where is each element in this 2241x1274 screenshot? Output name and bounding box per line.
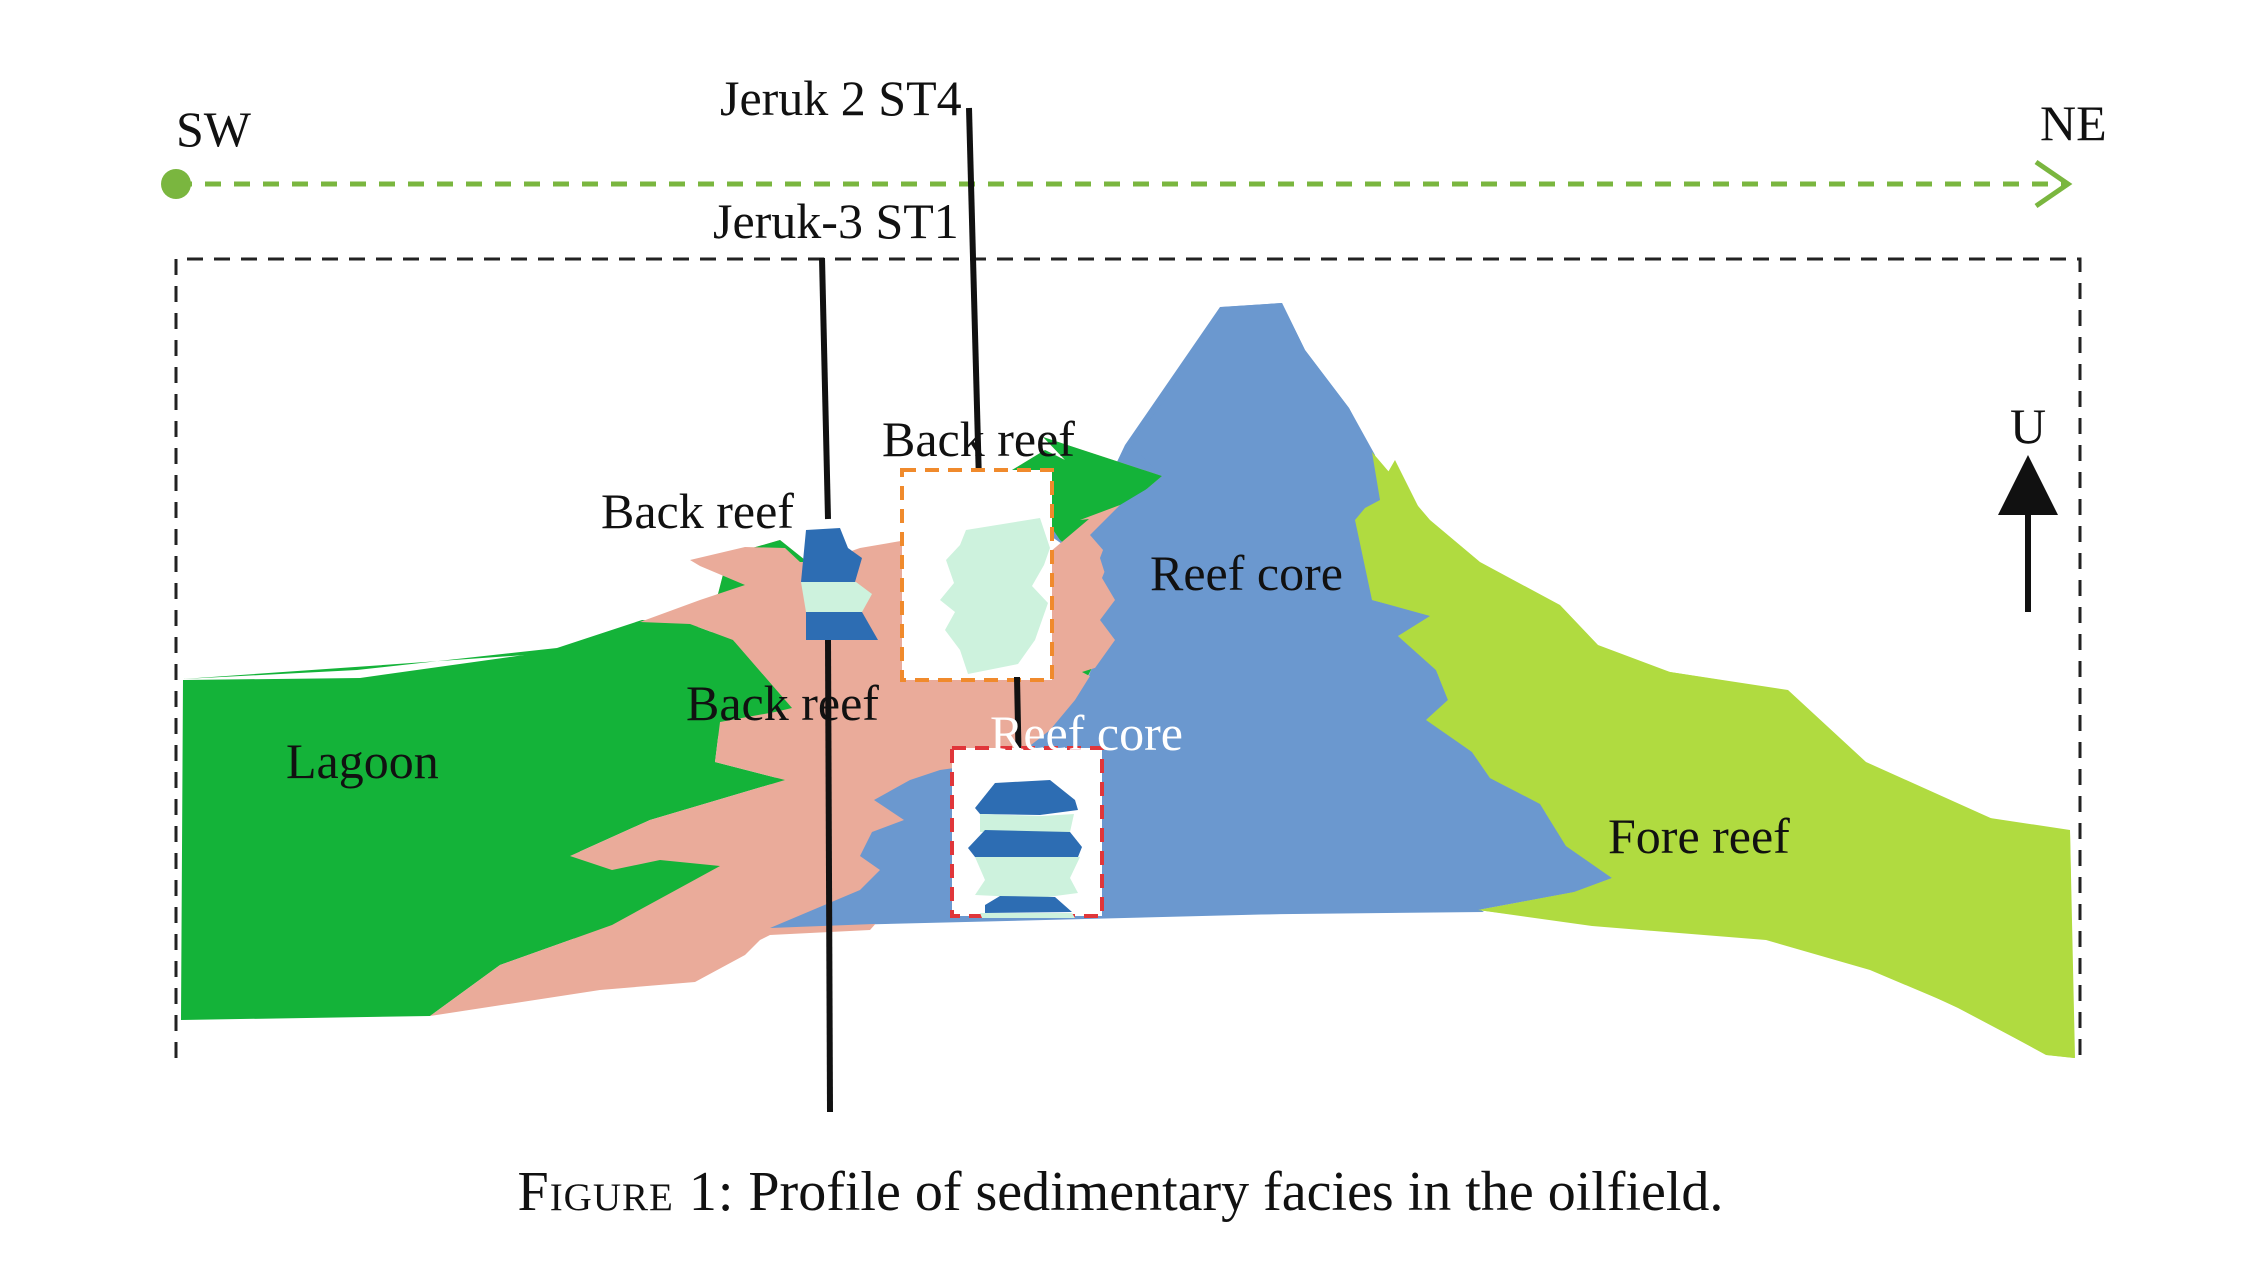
facies-label-back-reef-left: Back reef <box>601 483 794 539</box>
lagoon-body <box>181 622 792 1020</box>
direction-arrow-head <box>2034 159 2073 209</box>
well-label-jeruk3: Jeruk-3 ST1 <box>713 193 959 249</box>
core-dark-band <box>968 830 1082 858</box>
well-label-jeruk2: Jeruk 2 ST4 <box>720 70 962 126</box>
up-arrow <box>1998 455 2058 612</box>
core-dark-band <box>985 896 1072 913</box>
figure-caption: Figure 1: Profile of sedimentary facies … <box>0 1160 2241 1224</box>
direction-label-ne: NE <box>2040 95 2107 151</box>
fore-reef-body <box>1355 452 2074 1058</box>
caption-figure-number: Figure 1: <box>517 1161 735 1223</box>
section-frame <box>174 257 2082 1064</box>
core-dark-band <box>806 612 878 640</box>
facies-label-reef-core-inset: Reef core <box>990 705 1183 761</box>
core-light-band <box>980 913 1075 918</box>
well-jeruk2-trajectory <box>966 107 983 521</box>
core-light-band <box>980 814 1074 832</box>
core-dark-band <box>975 780 1078 815</box>
facies-label-lagoon: Lagoon <box>286 733 439 789</box>
direction-arrow <box>161 159 2073 209</box>
direction-arrow-start-dot <box>161 169 191 199</box>
core-light-band <box>940 518 1050 674</box>
well-jeruk3-core-column <box>801 528 878 640</box>
core-dark-band <box>801 528 862 582</box>
core-light-band <box>801 582 872 612</box>
caption-text: Profile of sedimentary facies in the oil… <box>734 1161 1724 1223</box>
facies-label-fore-reef: Fore reef <box>1608 808 1790 864</box>
inset-core-column <box>968 780 1082 918</box>
direction-label-sw: SW <box>176 101 252 157</box>
core-light-band <box>975 857 1080 898</box>
well-jeruk3-lower-trajectory <box>825 639 833 1113</box>
up-arrow-head <box>1998 455 2058 515</box>
facies-label-back-reef-upper: Back reef <box>882 411 1075 467</box>
up-arrow-label: U <box>2010 398 2046 454</box>
facies-label-reef-core-main: Reef core <box>1150 545 1343 601</box>
well-jeruk3-trajectory <box>819 257 831 520</box>
facies-label-back-reef-lower: Back reef <box>686 675 879 731</box>
